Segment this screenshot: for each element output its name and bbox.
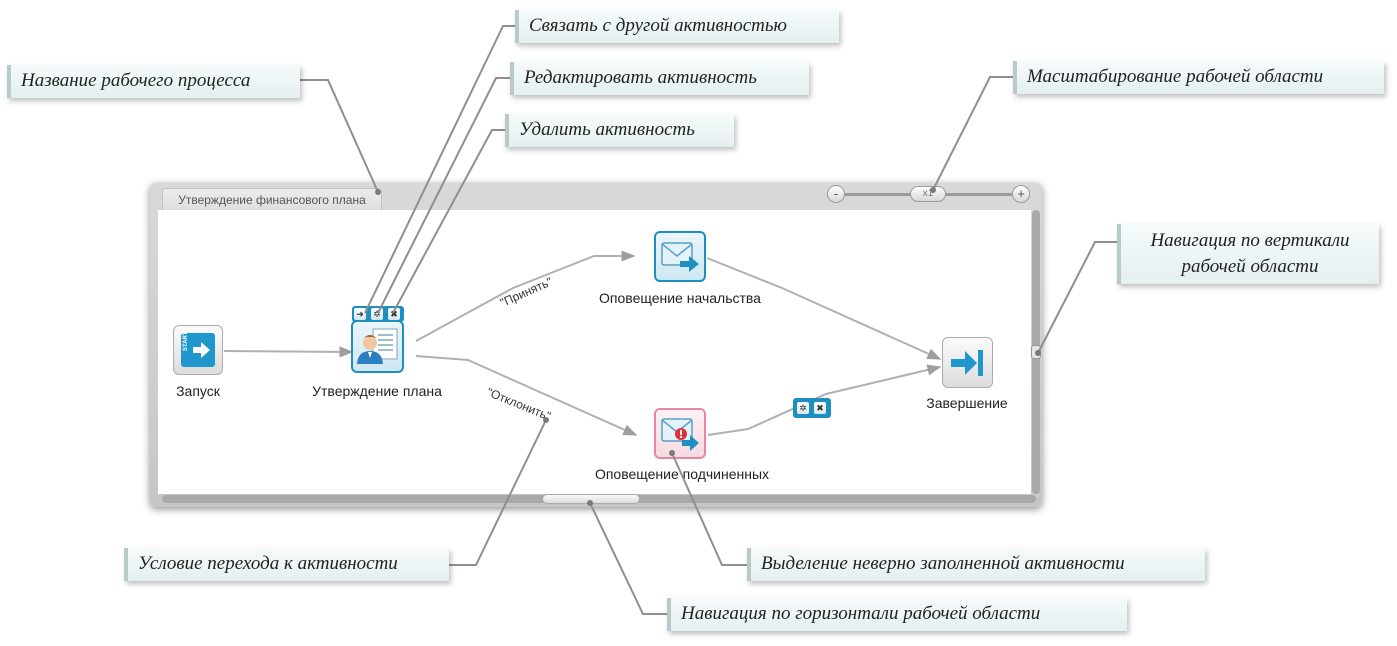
activity-finish-label: Завершение xyxy=(926,395,1008,411)
callout-invalid-activity: Выделение неверно заполненной активности xyxy=(747,548,1205,581)
edit-edge-button[interactable]: ✲ xyxy=(797,402,809,414)
zoom-in-button[interactable]: + xyxy=(1012,185,1030,203)
activity-start-label: Запуск xyxy=(176,383,220,399)
callout-vertical-nav: Навигация по вертикали рабочей области xyxy=(1117,224,1379,284)
edge-staff-to-finish xyxy=(707,364,942,436)
mail-send-icon xyxy=(661,242,699,272)
activity-approve-plan-label: Утверждение плана xyxy=(312,383,442,399)
edge-toolbar: ✲ ✖ xyxy=(793,398,831,418)
start-icon: START xyxy=(181,331,215,367)
callout-delete-activity: Удалить активность xyxy=(505,114,734,147)
vertical-scroll-thumb[interactable] xyxy=(1031,345,1041,359)
activity-start[interactable]: START xyxy=(173,325,223,375)
callout-process-name: Название рабочего процесса xyxy=(7,65,300,98)
edge-boss-to-finish xyxy=(706,257,942,360)
delete-edge-button[interactable]: ✖ xyxy=(814,402,826,414)
activity-approve-plan[interactable] xyxy=(351,320,404,373)
edit-activity-button[interactable]: ✲ xyxy=(371,308,383,320)
callout-zoom: Масштабирование рабочей области xyxy=(1013,61,1384,94)
workflow-name-tab[interactable]: Утверждение финансового плана xyxy=(162,188,382,210)
callout-transition-condition: Условие перехода к активности xyxy=(124,548,449,581)
link-activity-button[interactable]: ➜ xyxy=(354,308,366,320)
user-document-icon xyxy=(357,328,398,364)
callout-link-activity: Связать с другой активностью xyxy=(515,10,839,43)
activity-notify-staff[interactable] xyxy=(654,408,706,459)
mail-error-icon xyxy=(661,418,699,451)
zoom-out-button[interactable]: - xyxy=(827,185,845,203)
edge-approve-to-staff xyxy=(415,355,638,436)
activity-notify-boss[interactable] xyxy=(654,231,706,282)
zoom-level-handle[interactable]: x1 xyxy=(910,186,946,202)
edge-approve-to-boss xyxy=(415,250,636,342)
activity-notify-staff-label: Оповещение подчиненных xyxy=(594,466,770,482)
activity-finish[interactable] xyxy=(942,337,993,388)
connections-layer xyxy=(223,250,942,436)
callout-vertical-nav-line1: Навигация по вертикали xyxy=(1150,230,1350,251)
edge-start-to-approve xyxy=(223,346,354,358)
start-badge-text: START xyxy=(183,331,189,351)
callout-edit-activity: Редактировать активность xyxy=(510,62,809,95)
finish-icon xyxy=(951,350,983,376)
callout-horizontal-nav: Навигация по горизонтали рабочей области xyxy=(667,598,1127,631)
delete-activity-button[interactable]: ✖ xyxy=(388,308,400,320)
horizontal-scroll-thumb[interactable] xyxy=(542,494,640,504)
activity-notify-boss-label: Оповещение начальства xyxy=(599,290,761,306)
callout-vertical-nav-line2: рабочей области xyxy=(1181,256,1319,277)
